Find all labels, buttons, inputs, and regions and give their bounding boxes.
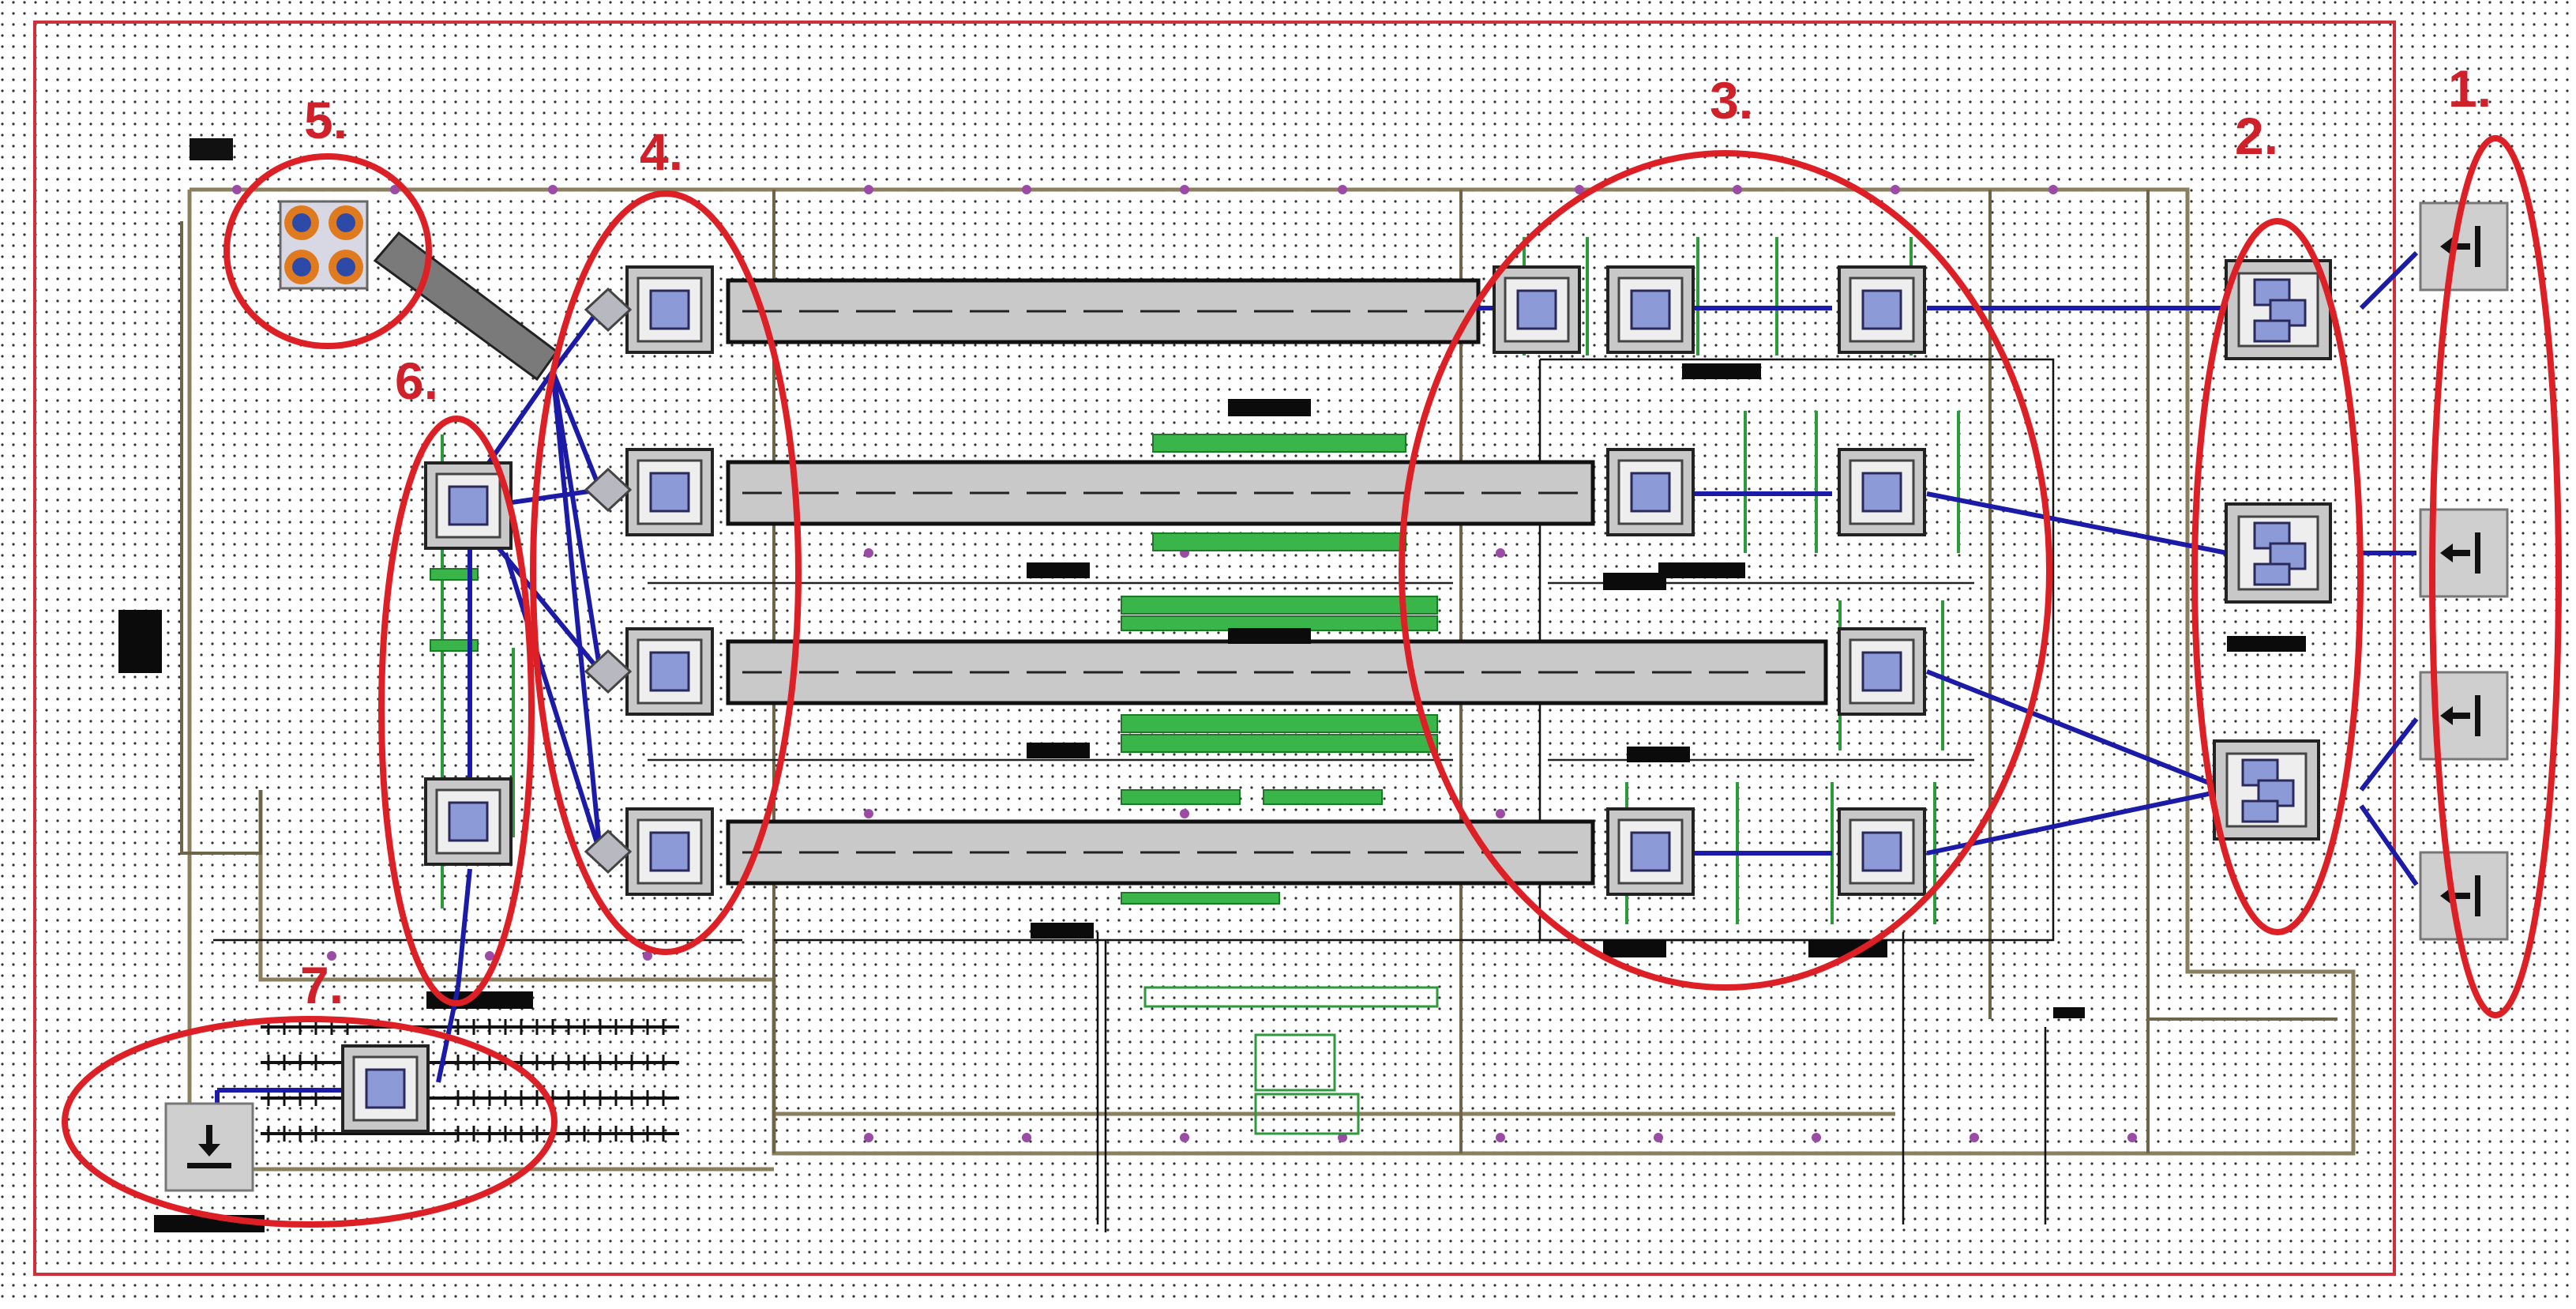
zone-6-oval (378, 416, 535, 1006)
zone-3-oval (1399, 150, 2052, 991)
conveyor-lanes (648, 278, 1974, 886)
sorter-1[interactable] (2225, 259, 2332, 360)
zone-4-label: 4. (640, 122, 683, 181)
zone-7-oval (62, 1016, 558, 1228)
machine-3-1[interactable] (1493, 265, 1581, 354)
output-rails (261, 1019, 679, 1142)
input-station-4[interactable] (2419, 851, 2509, 941)
machine-4-1[interactable] (625, 265, 714, 354)
lane-end-machines (584, 265, 714, 896)
arrow-left-to-bar-icon (2440, 532, 2480, 574)
area-5-storage (190, 138, 559, 382)
arrow-left-to-bar-icon (2440, 695, 2480, 736)
zone-4-oval (530, 190, 802, 955)
sorter-3[interactable] (2213, 739, 2320, 841)
machine-4-3[interactable] (625, 627, 714, 716)
machine-3-2[interactable] (1606, 265, 1695, 354)
zone-5-oval (223, 153, 432, 349)
zone-1-label: 1. (2448, 59, 2492, 118)
input-station-1[interactable] (2419, 201, 2509, 292)
machine-6-2[interactable] (424, 777, 513, 866)
machine-3-8[interactable] (1838, 807, 1926, 896)
column-markers (232, 185, 2137, 1142)
zone-2-oval (2191, 218, 2364, 935)
machine-3-5[interactable] (1838, 448, 1926, 536)
layout-border (33, 21, 2396, 1276)
zone-5-label: 5. (304, 91, 347, 149)
machine-3-6[interactable] (1838, 627, 1926, 716)
machine-3-4[interactable] (1606, 448, 1695, 536)
zone-6-label: 6. (395, 352, 438, 410)
output-station[interactable] (164, 1102, 254, 1192)
arrow-left-to-bar-icon (2440, 226, 2480, 267)
machine-4-4[interactable] (625, 807, 714, 896)
flow-lines (215, 250, 2419, 1106)
zone-1-oval (2429, 135, 2562, 1018)
machine-3-7[interactable] (1606, 807, 1695, 896)
building-walls (180, 187, 2356, 1232)
annotation-ovals (62, 135, 2562, 1228)
machine-3-3[interactable] (1838, 265, 1926, 354)
zone-7-label: 7. (300, 956, 344, 1014)
green-equipment (430, 237, 1960, 1135)
sorter-2[interactable] (2225, 502, 2332, 604)
machine-4-2[interactable] (625, 448, 714, 536)
zone-labels: 1. 2. 3. 4. 5. 6. 7. (300, 59, 2492, 1014)
machine-7-1[interactable] (341, 1044, 430, 1133)
sorters (2213, 259, 2332, 841)
arrow-down-to-bar-icon (187, 1125, 231, 1168)
zone-2-label: 2. (2235, 107, 2278, 165)
zone-3-label: 3. (1710, 71, 1753, 130)
